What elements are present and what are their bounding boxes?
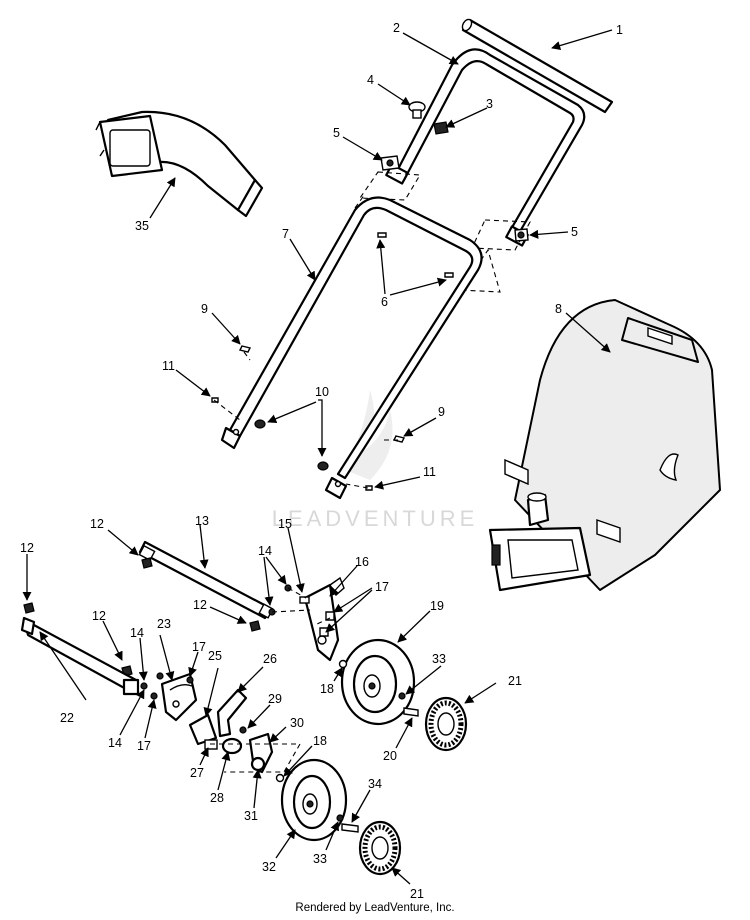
watermark: LEADVENTURE — [272, 390, 479, 531]
callout-labels: 1 2 3 4 5 5 6 7 8 9 9 10 11 11 12 12 12 … — [20, 21, 623, 901]
part-34-bolt — [341, 823, 359, 833]
part-19-wheel-upper — [340, 638, 416, 726]
callout-23: 23 — [157, 617, 171, 631]
callout-12-a: 12 — [90, 517, 104, 531]
callout-32: 32 — [262, 860, 276, 874]
callout-11-left: 11 — [162, 359, 175, 373]
part-20-bolt — [403, 707, 419, 717]
callout-16: 16 — [355, 555, 369, 569]
part-12-nuts — [23, 557, 261, 677]
part-21-hubcap-lower — [358, 820, 402, 876]
callout-18-upper: 18 — [320, 682, 334, 696]
part-5-knob-left — [380, 155, 400, 171]
part-18-spacer-lower — [275, 773, 285, 783]
callout-17-right: 17 — [375, 580, 389, 594]
callout-3: 3 — [486, 97, 493, 111]
part-15-bolt — [299, 596, 310, 604]
callout-9-left: 9 — [201, 302, 208, 316]
callout-18-lower: 18 — [313, 734, 327, 748]
callout-1: 1 — [616, 23, 623, 37]
callout-14-left-b: 14 — [108, 736, 122, 750]
callout-5-right: 5 — [571, 225, 578, 239]
callout-28: 28 — [210, 791, 224, 805]
part-35-discharge-chute — [95, 110, 264, 218]
part-33-washer-lower — [336, 814, 344, 822]
callout-30: 30 — [290, 716, 304, 730]
part-27-28-pivot — [204, 737, 243, 755]
part-3-wing-nut — [433, 121, 449, 135]
part-16-adjuster-bracket — [303, 576, 345, 662]
callout-21-upper: 21 — [508, 674, 522, 688]
callout-13: 13 — [195, 514, 209, 528]
callout-7: 7 — [282, 227, 289, 241]
callout-29: 29 — [268, 692, 282, 706]
callout-9-right: 9 — [438, 405, 445, 419]
part-4-carriage-bolt — [408, 101, 426, 119]
callout-10: 10 — [315, 385, 329, 399]
callout-5-left: 5 — [333, 126, 340, 140]
callout-8: 8 — [555, 302, 562, 316]
part-25-bracket — [188, 713, 218, 746]
leader-lines — [22, 29, 613, 885]
part-30-31-arm — [248, 732, 274, 774]
callout-11-right: 11 — [423, 465, 436, 479]
part-17-springs-left — [150, 676, 194, 700]
callout-25: 25 — [208, 649, 222, 663]
callout-12-c: 12 — [92, 609, 106, 623]
callout-17-left-b: 17 — [137, 739, 151, 753]
part-23-adjuster-plate — [160, 672, 198, 722]
part-21-hubcap-upper — [424, 696, 468, 752]
callout-4: 4 — [367, 73, 374, 87]
callout-14-right: 14 — [258, 544, 272, 558]
part-6-bolts — [377, 232, 454, 278]
callout-31: 31 — [244, 809, 258, 823]
callout-12-b: 12 — [20, 541, 34, 555]
watermark-text: LEADVENTURE — [272, 506, 479, 531]
callout-2: 2 — [393, 21, 400, 35]
part-8-bag-housing — [488, 299, 721, 592]
callout-14-left-a: 14 — [130, 626, 144, 640]
part-11-screws — [211, 397, 373, 491]
callout-34: 34 — [368, 777, 382, 791]
part-1-handle-grip — [461, 18, 614, 114]
part-14-washers-right — [268, 584, 292, 616]
callout-27: 27 — [190, 766, 204, 780]
part-10-nuts — [254, 419, 329, 471]
callout-17-left-a: 17 — [192, 640, 206, 654]
part-33-washer-upper — [398, 692, 406, 700]
part-32-wheel-lower — [280, 758, 348, 842]
callout-35: 35 — [135, 219, 149, 233]
callout-15: 15 — [278, 517, 292, 531]
part-18-spacer-upper — [338, 659, 348, 669]
part-7-lower-handle — [220, 196, 483, 500]
part-29-bolt — [239, 726, 247, 734]
callout-6: 6 — [381, 295, 388, 309]
callout-12-d: 12 — [193, 598, 207, 612]
callout-19: 19 — [430, 599, 444, 613]
part-5-knob-right — [514, 228, 529, 242]
callout-33-upper: 33 — [432, 652, 446, 666]
callout-22: 22 — [60, 711, 74, 725]
part-14-washers-left — [140, 672, 164, 690]
callout-26: 26 — [263, 652, 277, 666]
callout-20: 20 — [383, 749, 397, 763]
callout-21-lower: 21 — [410, 887, 424, 901]
callout-33-lower: 33 — [313, 852, 327, 866]
footer-credit: Rendered by LeadVenture, Inc. — [295, 902, 455, 914]
